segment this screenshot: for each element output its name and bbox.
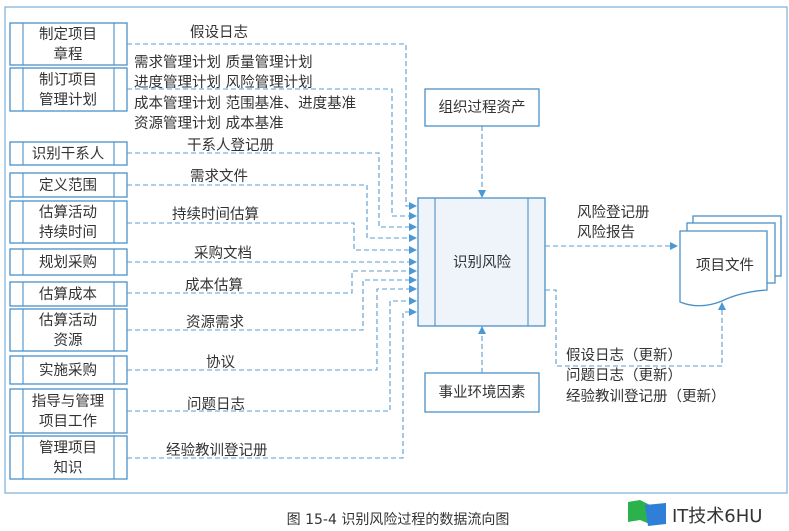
input-flow-arrow (127, 285, 417, 371)
process-label: 管理计划 (39, 92, 97, 109)
flow-label: 需求文件 (190, 168, 248, 185)
figure-caption: 图 15-4 识别风险过程的数据流向图 (287, 512, 510, 528)
watermark: IT技术6HU (628, 500, 762, 527)
output-label: 风险登记册 (577, 204, 650, 221)
process-label: 定义范围 (39, 177, 97, 194)
process-label: 制定项目 (39, 26, 97, 43)
process-label: 制订项目 (39, 72, 97, 89)
process-label: 估算活动 (39, 204, 97, 221)
flow-label: 需求管理计划 质量管理计划 (134, 54, 313, 71)
flow-label: 进度管理计划 风险管理计划 (134, 74, 313, 91)
enterprise-env-factors-box: 事业环境因素 (424, 372, 540, 413)
process-label: 知识 (54, 460, 83, 477)
input-flow-arrow (127, 308, 417, 459)
outer-frame (4, 6, 788, 494)
identify-risks-process: 识别风险 (417, 197, 546, 327)
flow-label: 资源需求 (186, 314, 244, 331)
flow-label: 持续时间估算 (172, 206, 259, 223)
process-label: 章程 (54, 45, 83, 63)
bottom-box-label: 事业环境因素 (439, 383, 526, 401)
project-documents: 项目文件 (679, 215, 782, 307)
update-label: 假设日志（更新） (566, 347, 682, 364)
process-label: 项目工作 (39, 413, 97, 430)
input-process-box: 定义范围 (9, 172, 128, 198)
update-label: 经验教训登记册（更新） (566, 388, 726, 405)
process-label: 识别干系人 (32, 146, 105, 163)
documents-label: 项目文件 (696, 257, 754, 274)
process-label: 持续时间 (39, 224, 97, 241)
updates-arrow (545, 289, 726, 367)
process-label: 管理项目 (39, 440, 97, 457)
process-label: 估算成本 (39, 286, 97, 303)
watermark-text: IT技术6HU (672, 506, 762, 527)
flow-label: 成本估算 (185, 277, 243, 294)
flow-label: 假设日志 (190, 24, 248, 41)
top-box-label: 组织过程资产 (439, 99, 526, 116)
input-process-box: 识别干系人 (9, 141, 128, 166)
center-label: 识别风险 (453, 254, 511, 271)
input-flow-arrow (127, 276, 417, 331)
process-label: 规划采购 (39, 254, 97, 271)
flow-label: 问题日志 (187, 396, 245, 413)
update-label: 问题日志（更新） (566, 367, 682, 384)
input-flow-arrow (127, 222, 417, 254)
flow-label: 干系人登记册 (187, 137, 274, 154)
org-process-assets-box: 组织过程资产 (424, 88, 540, 127)
process-label: 指导与管理 (32, 393, 105, 410)
process-label: 资源 (54, 332, 83, 349)
process-label: 估算活动 (39, 312, 97, 329)
input-flow-arrow (127, 184, 417, 242)
input-process-box: 估算成本 (9, 281, 128, 307)
input-flow-arrow (127, 43, 417, 210)
flow-label: 资源管理计划 成本基准 (134, 115, 284, 132)
input-flow-arrow (127, 297, 417, 412)
flow-label: 成本管理计划 范围基准、进度基准 (134, 95, 356, 112)
input-process-box: 实施采购 (9, 355, 128, 385)
process-label: 实施采购 (39, 362, 97, 379)
input-flow-arrow (127, 267, 417, 294)
output-label: 风险报告 (577, 224, 635, 241)
flow-label: 协议 (206, 354, 235, 371)
input-process-box: 规划采购 (9, 248, 128, 276)
flow-label: 采购文档 (194, 245, 252, 262)
input-flow-arrow (127, 88, 417, 220)
input-flow-arrow (127, 152, 417, 231)
flow-label: 经验教训登记册 (166, 442, 268, 459)
